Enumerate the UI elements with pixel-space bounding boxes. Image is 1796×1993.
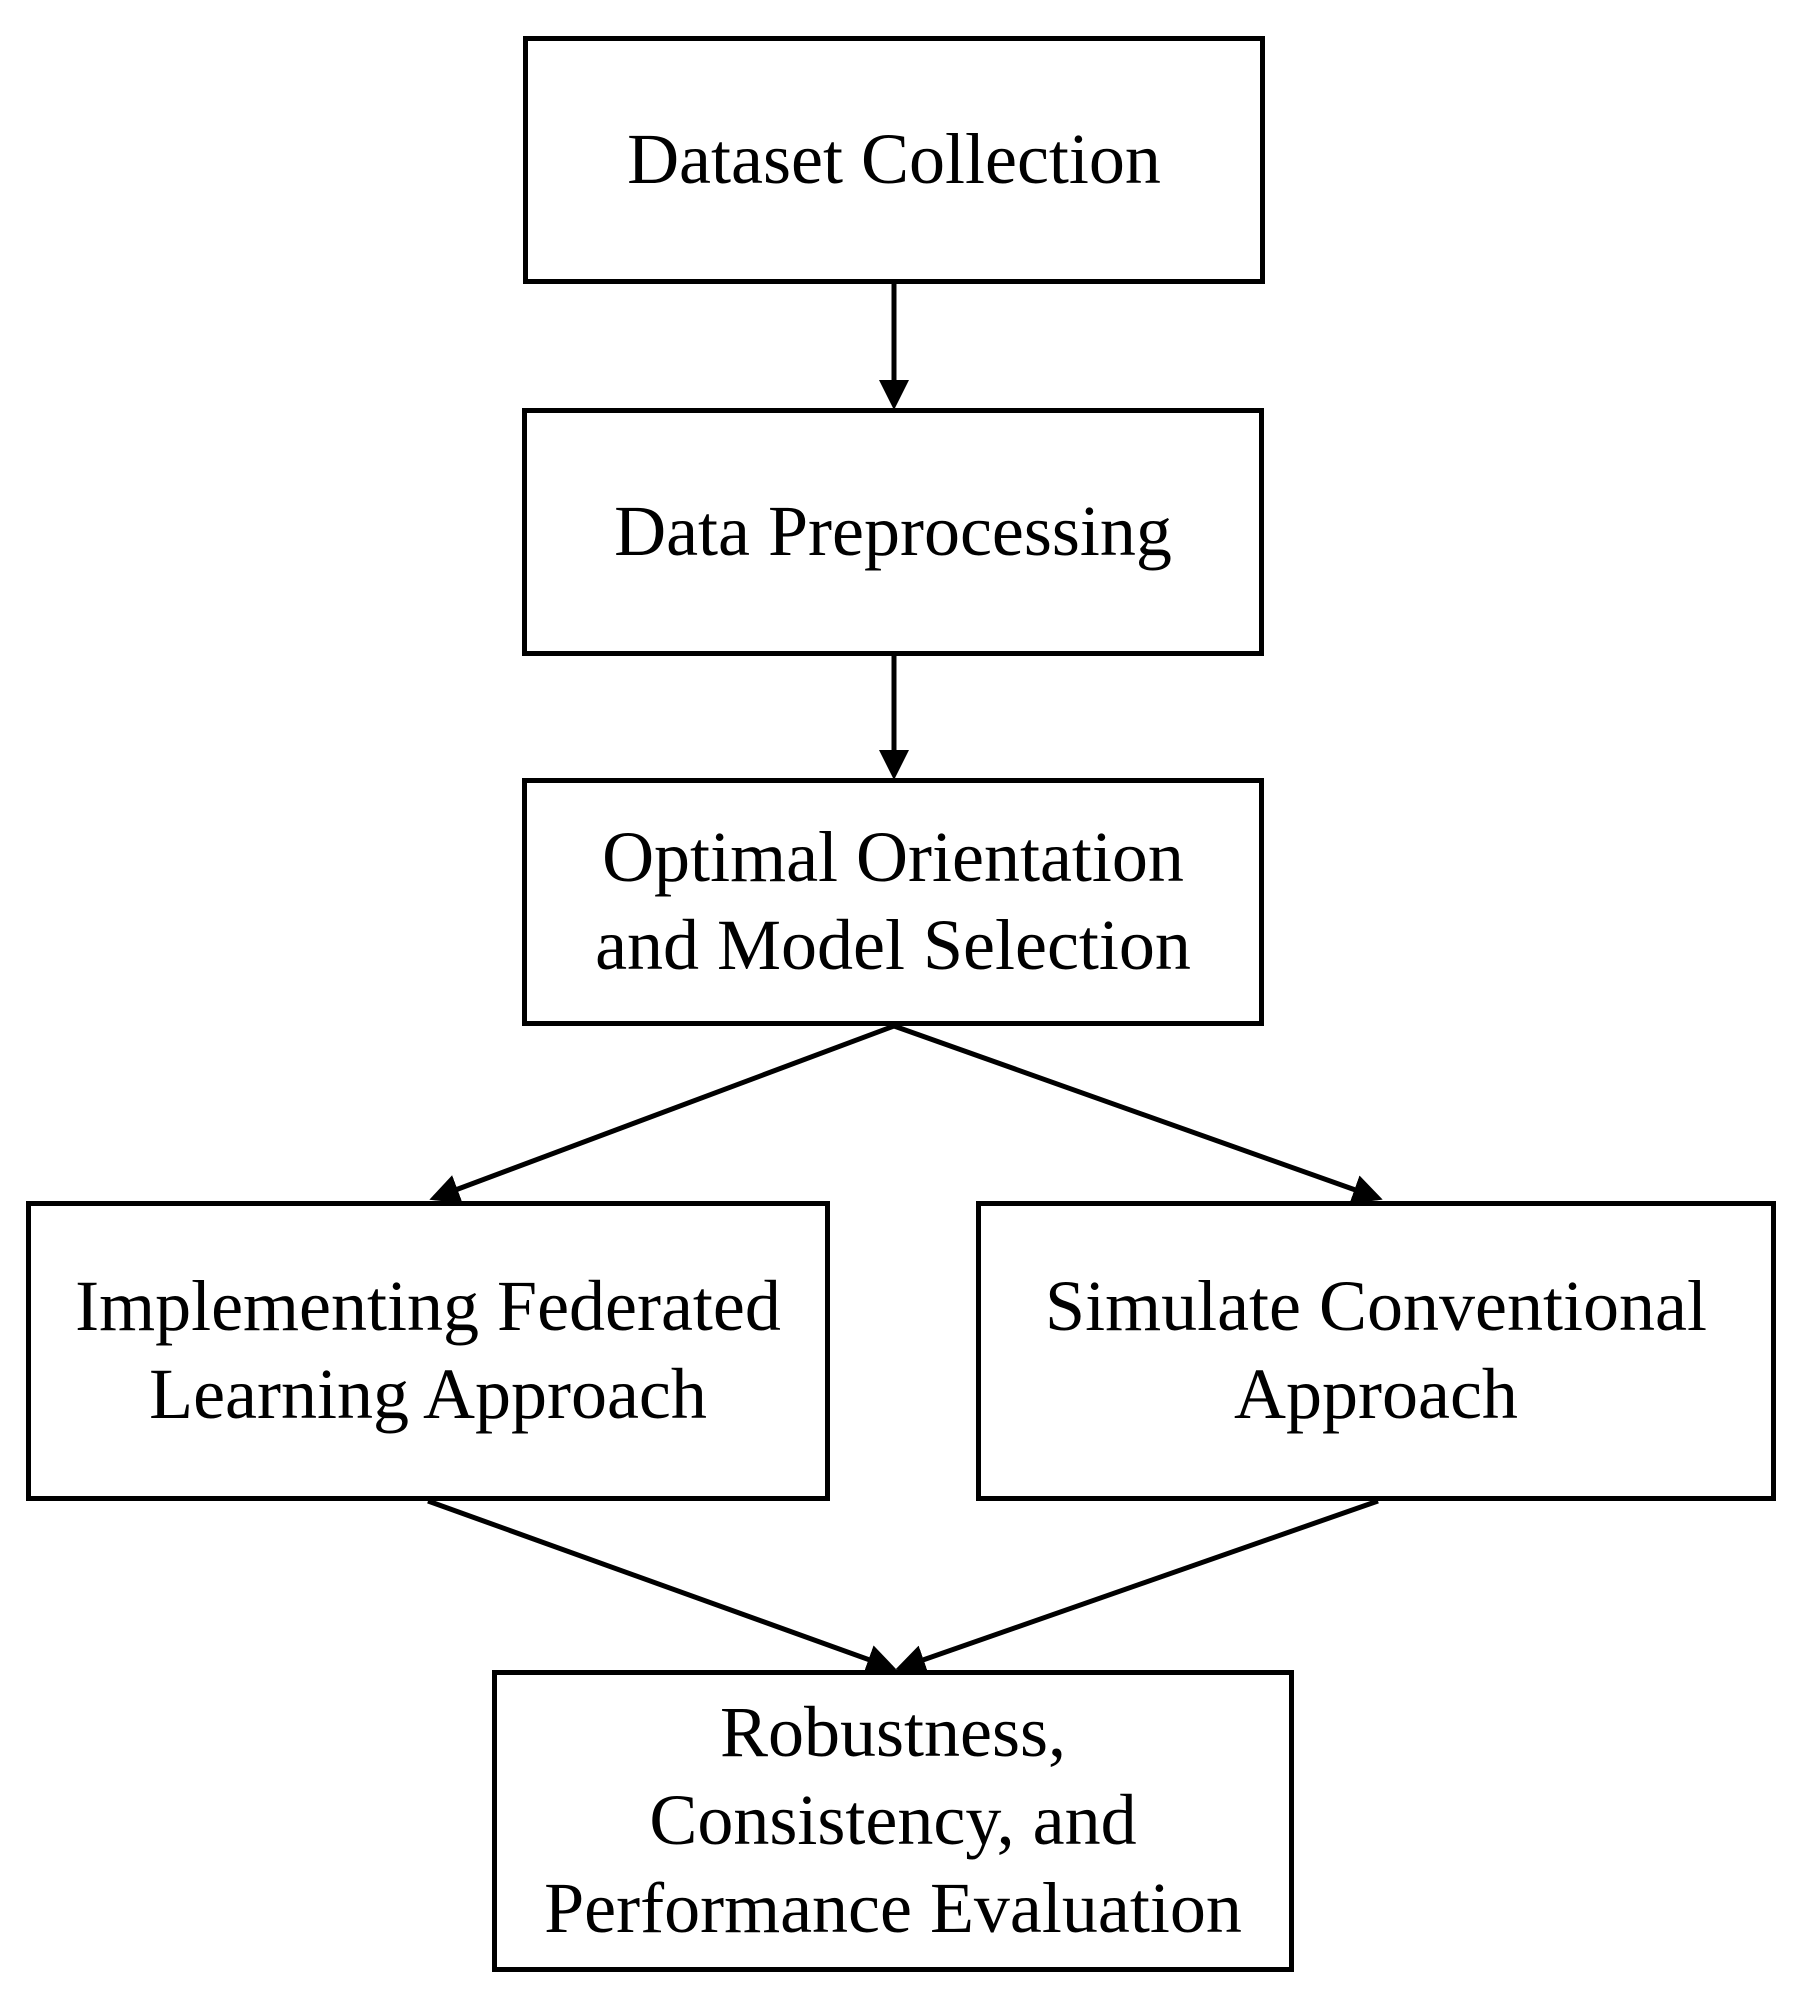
conventional-approach-box: Simulate Conventional Approach	[976, 1201, 1776, 1501]
evaluation-box: Robustness, Consistency, and Performance…	[492, 1670, 1294, 1972]
arrow-model-to-conventional	[893, 1023, 1383, 1204]
conventional-approach-label: Simulate Conventional Approach	[1045, 1266, 1707, 1434]
dataset-collection-label: Dataset Collection	[627, 119, 1161, 200]
data-preprocessing-box: Data Preprocessing	[522, 408, 1264, 656]
arrow-model-to-federated	[429, 1023, 895, 1204]
model-selection-label: Optimal Orientation and Model Selection	[595, 817, 1191, 985]
data-preprocessing-label: Data Preprocessing	[614, 491, 1172, 572]
dataset-collection-box: Dataset Collection	[523, 36, 1265, 284]
model-selection-box: Optimal Orientation and Model Selection	[522, 778, 1264, 1026]
evaluation-label: Robustness, Consistency, and Performance…	[544, 1692, 1242, 1948]
arrow-conventional-to-evaluation	[895, 1498, 1379, 1674]
arrow-federated-to-evaluation	[427, 1498, 897, 1674]
federated-learning-label: Implementing Federated Learning Approach	[75, 1266, 781, 1434]
federated-learning-box: Implementing Federated Learning Approach	[26, 1201, 830, 1501]
